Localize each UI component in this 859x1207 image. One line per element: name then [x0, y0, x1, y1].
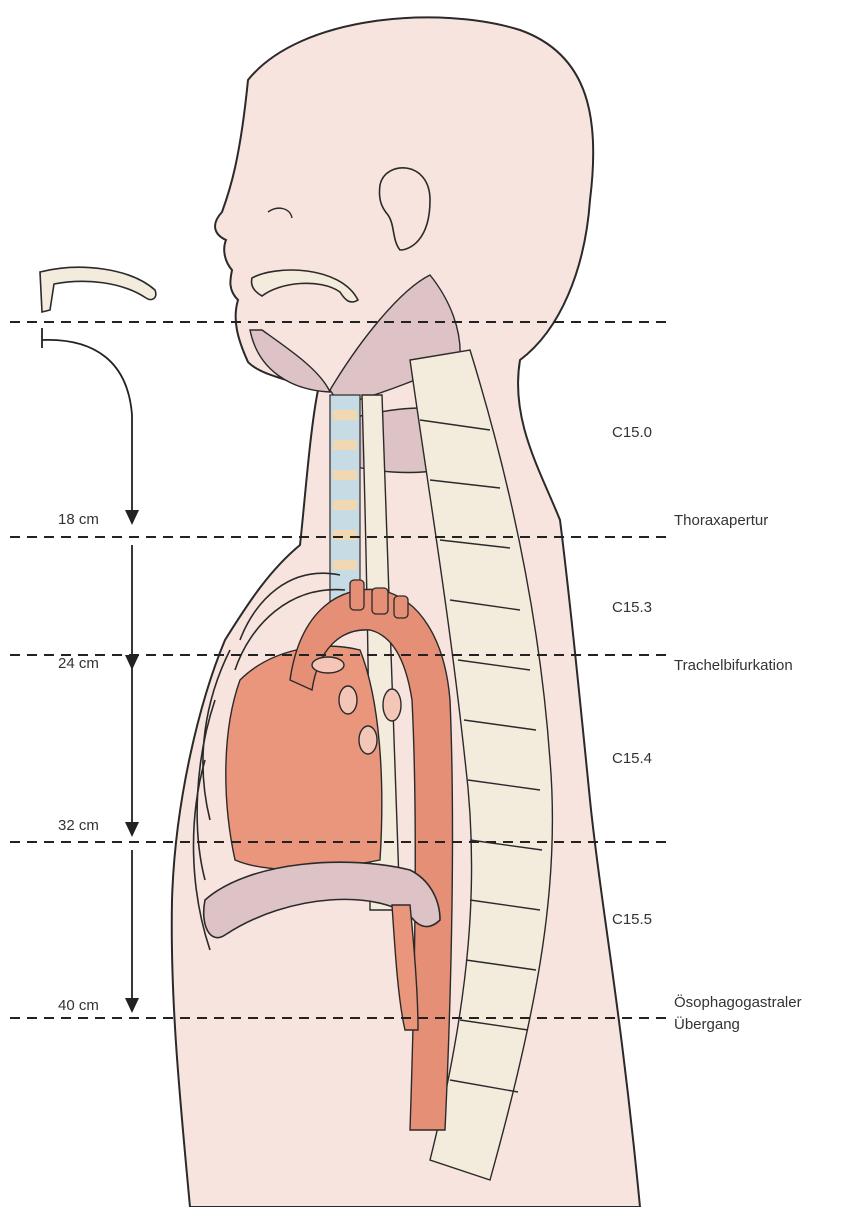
landmark-label-trachelbifurkation: Trachelbifurkation: [674, 656, 793, 676]
landmark-label-junction-line1: Ösophagogastraler: [674, 993, 802, 1013]
distance-label-40: 40 cm: [58, 997, 99, 1014]
endoscope-tip: [40, 267, 156, 312]
arrowhead-24: [125, 655, 139, 670]
arrowhead-18: [125, 510, 139, 525]
segment-label-c15-3: C15.3: [612, 598, 652, 618]
trachea: [330, 395, 360, 610]
landmark-label-junction-line2: Übergang: [674, 1015, 740, 1035]
arrowhead-40: [125, 998, 139, 1013]
arrowhead-32: [125, 822, 139, 837]
distance-label-18: 18 cm: [58, 511, 99, 528]
distance-label-24: 24 cm: [58, 655, 99, 672]
landmark-label-thoraxapertur: Thoraxapertur: [674, 511, 768, 531]
segment-label-c15-4: C15.4: [612, 749, 652, 769]
segment-label-c15-0: C15.0: [612, 423, 652, 443]
distance-label-32: 32 cm: [58, 817, 99, 834]
segment-label-c15-5: C15.5: [612, 910, 652, 930]
